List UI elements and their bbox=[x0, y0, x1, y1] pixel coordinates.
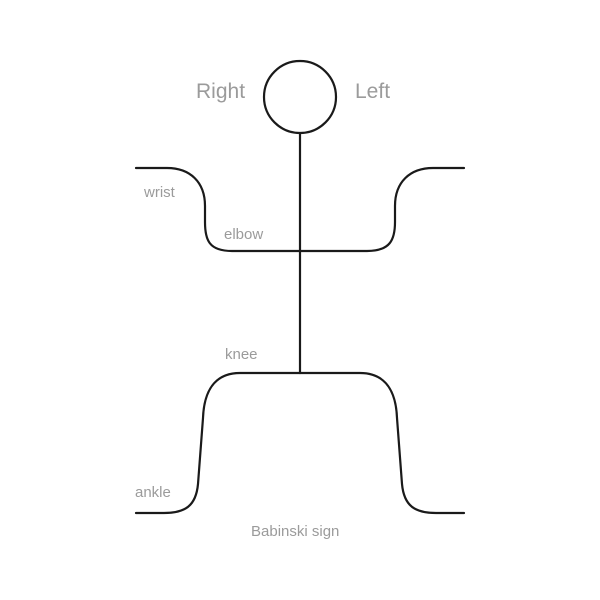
babinski-sign-label: Babinski sign bbox=[251, 523, 339, 540]
right-side-label: Right bbox=[196, 80, 245, 103]
ankle-label: ankle bbox=[135, 484, 171, 501]
figure-leg-right bbox=[134, 371, 302, 515]
figure-leg-left bbox=[298, 371, 466, 515]
knee-label: knee bbox=[225, 346, 258, 363]
figure-arm-left bbox=[298, 166, 466, 253]
elbow-label: elbow bbox=[224, 226, 263, 243]
figure-head bbox=[262, 59, 338, 135]
wrist-label: wrist bbox=[143, 184, 176, 201]
figure-arm-right bbox=[134, 166, 302, 253]
left-side-label: Left bbox=[355, 80, 390, 103]
